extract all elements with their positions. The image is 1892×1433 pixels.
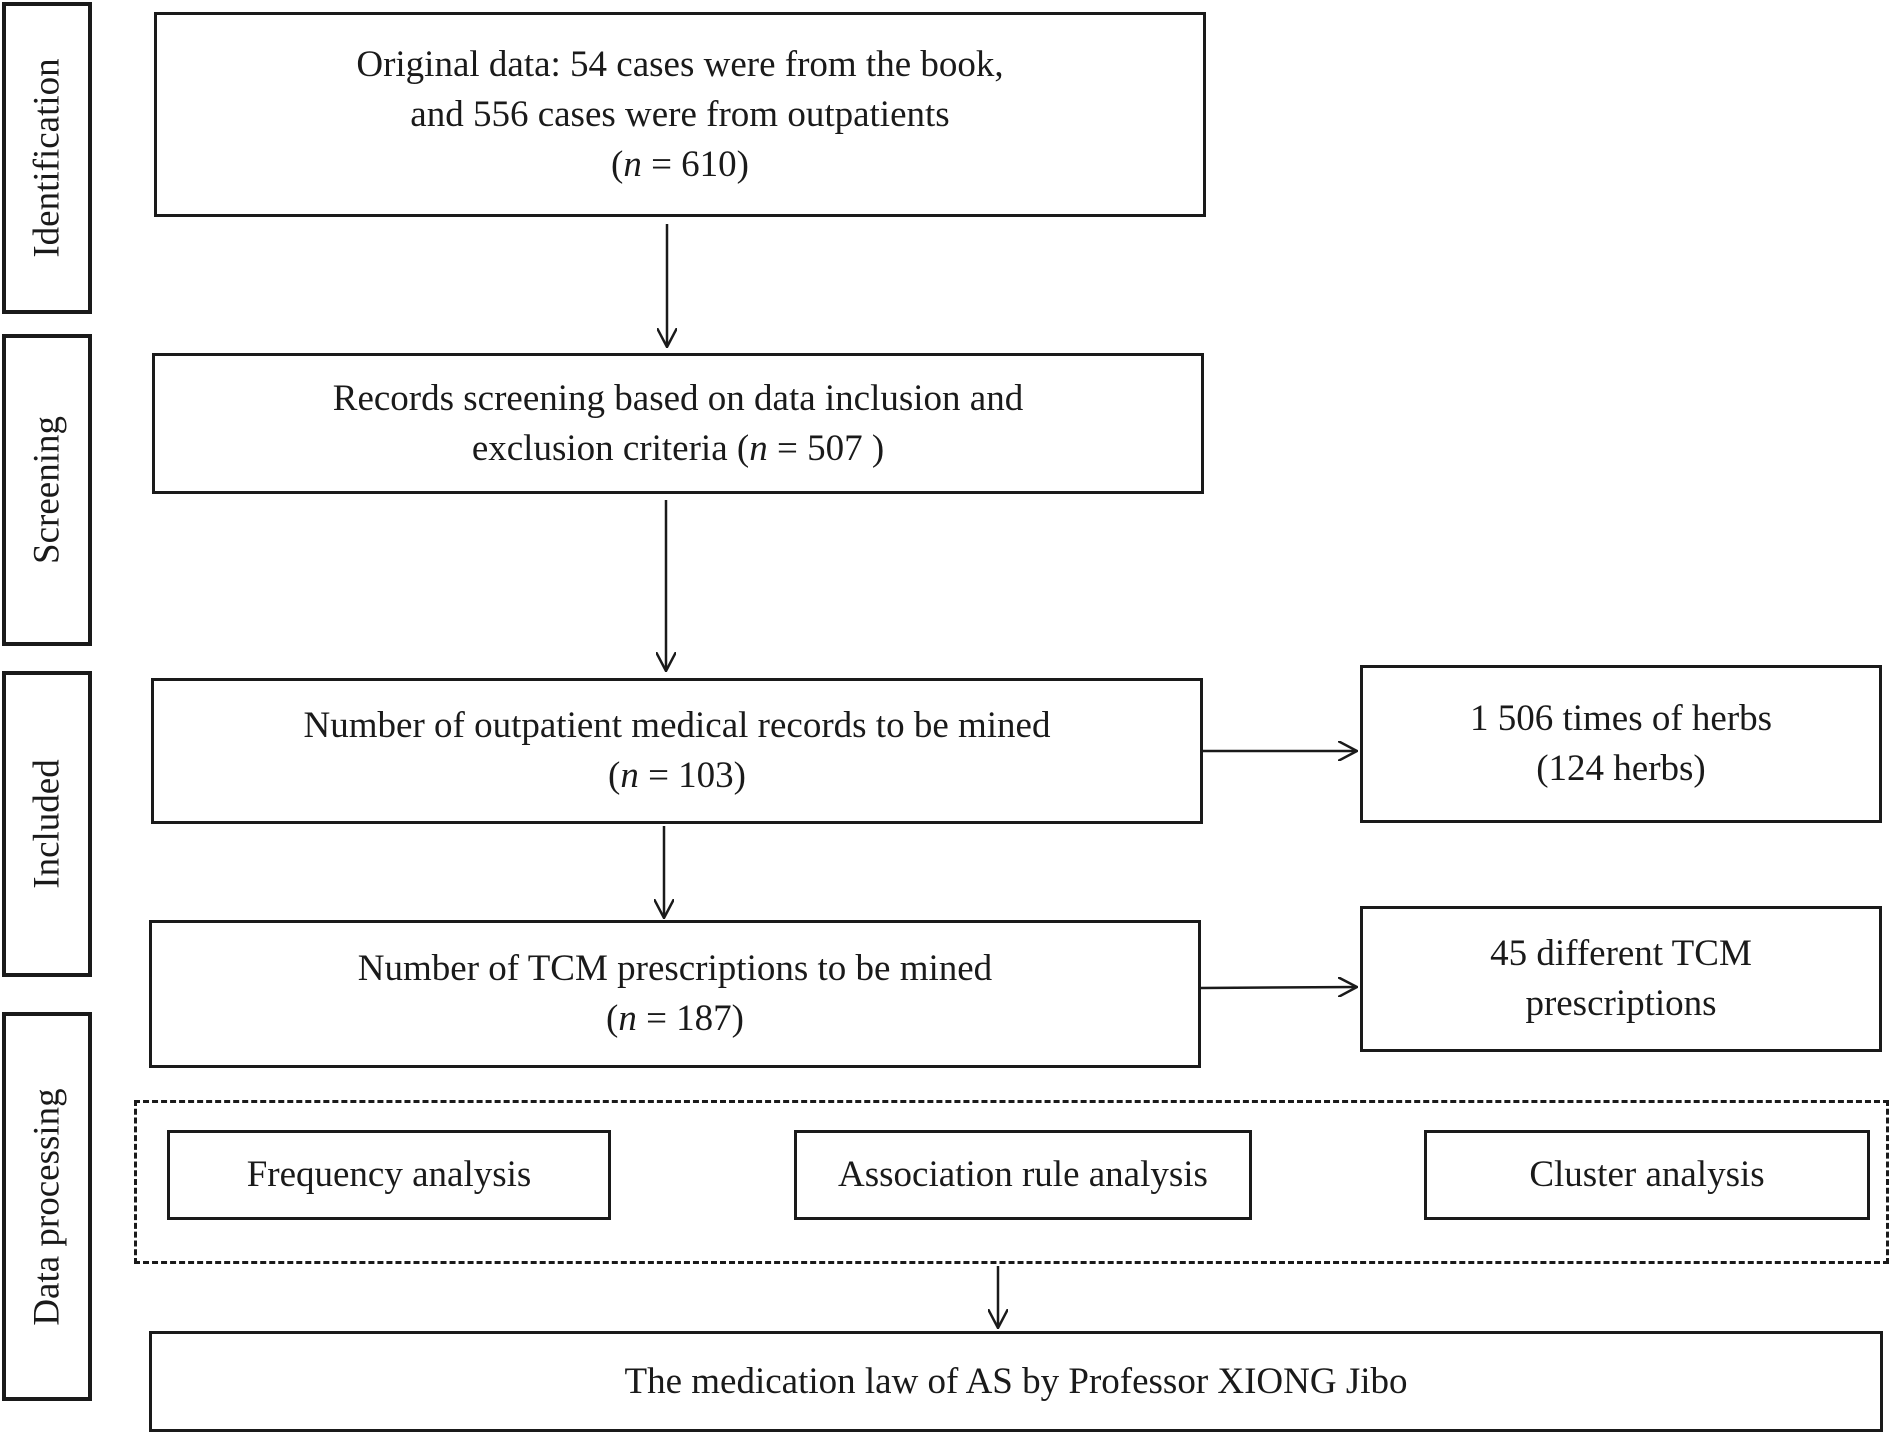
original-data-count: (n = 610) bbox=[611, 140, 749, 190]
herbs-line1: 1 506 times of herbs bbox=[1469, 698, 1773, 739]
medication-law-label: The medication law of AS by Professor XI… bbox=[624, 1360, 1408, 1402]
frequency-analysis-box: Frequency analysis bbox=[167, 1130, 611, 1220]
tcm-prescriptions-count: (n = 187) bbox=[606, 994, 744, 1044]
paren-open: ( bbox=[605, 998, 619, 1039]
n-variable: n bbox=[749, 427, 768, 469]
association-analysis-box: Association rule analysis bbox=[794, 1130, 1252, 1220]
paren-open: ( bbox=[610, 143, 624, 185]
cluster-analysis-label: Cluster analysis bbox=[1529, 1154, 1765, 1195]
frequency-analysis-label: Frequency analysis bbox=[246, 1154, 532, 1195]
count-value: = 610) bbox=[641, 143, 750, 185]
n-variable: n bbox=[618, 998, 637, 1039]
original-data-box: Original data: 54 cases were from the bo… bbox=[154, 12, 1206, 217]
cluster-analysis-box: Cluster analysis bbox=[1424, 1130, 1870, 1220]
herbs-line2: (124 herbs) bbox=[1536, 748, 1706, 789]
outpatient-records-count: (n = 103) bbox=[608, 751, 746, 801]
original-data-line2: and 556 cases were from outpatients bbox=[410, 93, 950, 135]
different-prescriptions-box: 45 different TCM prescriptions bbox=[1360, 906, 1882, 1052]
screening-line2-text: exclusion criteria ( bbox=[471, 427, 750, 469]
tcm-prescriptions-line1: Number of TCM prescriptions to be mined bbox=[357, 948, 993, 989]
stage-screening: Screening bbox=[2, 334, 92, 646]
medication-law-box: The medication law of AS by Professor XI… bbox=[149, 1331, 1883, 1432]
different-prescriptions-line2: prescriptions bbox=[1525, 983, 1717, 1024]
arrow-prescriptions-to-different bbox=[1200, 987, 1357, 988]
screening-line1: Records screening based on data inclusio… bbox=[332, 377, 1024, 419]
paren-open: ( bbox=[607, 755, 621, 796]
herbs-box: 1 506 times of herbs (124 herbs) bbox=[1360, 665, 1882, 823]
outpatient-records-box: Number of outpatient medical records to … bbox=[151, 678, 1203, 824]
count-value: = 507 ) bbox=[767, 427, 885, 469]
analysis-group bbox=[134, 1100, 1889, 1264]
count-value: = 103) bbox=[638, 755, 747, 796]
stage-included: Included bbox=[2, 671, 92, 977]
association-analysis-label: Association rule analysis bbox=[838, 1154, 1208, 1195]
original-data-line1: Original data: 54 cases were from the bo… bbox=[356, 43, 1004, 85]
count-value: = 187) bbox=[636, 998, 745, 1039]
n-variable: n bbox=[623, 143, 642, 185]
outpatient-records-line1: Number of outpatient medical records to … bbox=[303, 705, 1051, 746]
screening-line2: exclusion criteria (n = 507 ) bbox=[472, 424, 884, 474]
stage-data-processing: Data processing bbox=[2, 1012, 92, 1401]
tcm-prescriptions-box: Number of TCM prescriptions to be mined … bbox=[149, 920, 1201, 1068]
stage-identification: Identification bbox=[2, 2, 92, 314]
different-prescriptions-line1: 45 different TCM bbox=[1490, 933, 1752, 974]
n-variable: n bbox=[620, 755, 639, 796]
screening-box: Records screening based on data inclusio… bbox=[152, 353, 1204, 494]
